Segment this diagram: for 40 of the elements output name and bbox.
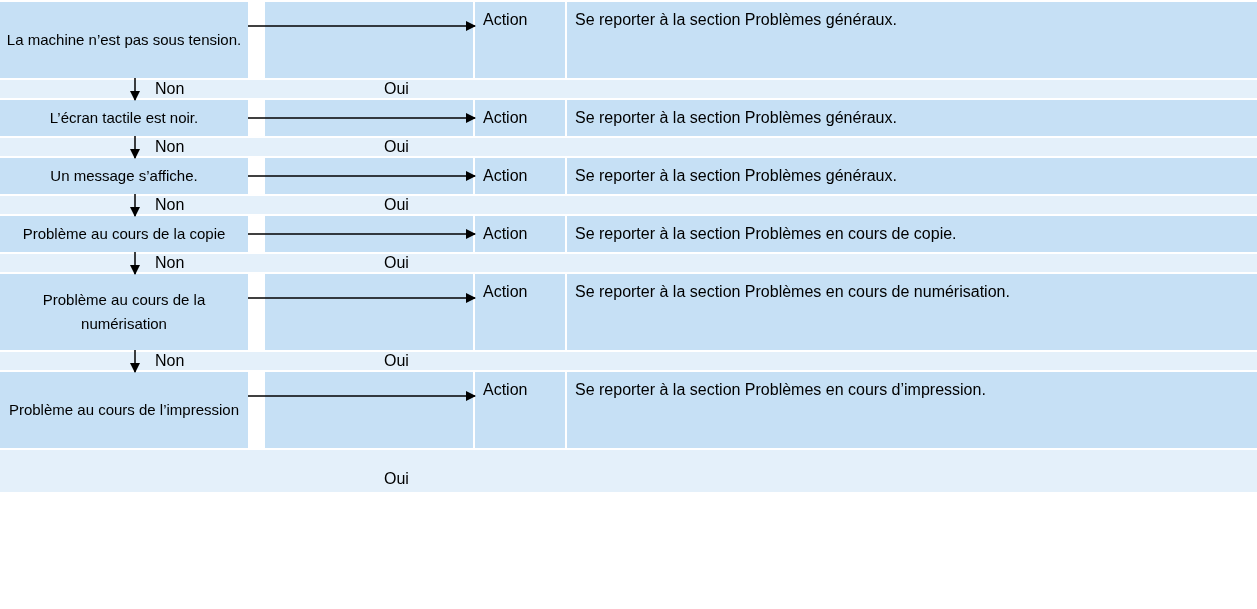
arrow: [130, 349, 140, 373]
instruction-box: Se reporter à la section Problèmes généraux.: [567, 2, 1257, 78]
arrow: [130, 251, 140, 275]
edge-label: Oui: [384, 352, 409, 370]
condition-box: La machine n’est pas sous tension.: [0, 2, 248, 78]
arrow: [247, 21, 476, 31]
edge-label: Oui: [384, 80, 409, 98]
edge-label: Non: [155, 352, 185, 370]
edge-label: Oui: [384, 470, 409, 488]
action-box: Action: [475, 100, 565, 136]
arrow: [247, 391, 476, 401]
action-box: Action: [475, 216, 565, 252]
arrow: [247, 293, 476, 303]
arrow: [247, 171, 476, 181]
edge-label: Non: [155, 196, 185, 214]
condition-box: Problème au cours de la copie: [0, 216, 248, 252]
action-box: Action: [475, 274, 565, 350]
action-box: Action: [475, 372, 565, 448]
edge-label: Oui: [384, 254, 409, 272]
instruction-box: Se reporter à la section Problèmes généraux.: [567, 158, 1257, 194]
edge-label: Non: [155, 138, 185, 156]
instruction-box: Se reporter à la section Problèmes en cours d’impression.: [567, 372, 1257, 448]
instruction-box: Se reporter à la section Problèmes en cours de copie.: [567, 216, 1257, 252]
edge-label: Non: [155, 254, 185, 272]
condition-box: L’écran tactile est noir.: [0, 100, 248, 136]
edge-label: Oui: [384, 138, 409, 156]
action-box: Action: [475, 158, 565, 194]
arrow: [247, 229, 476, 239]
instruction-box: Se reporter à la section Problèmes en cours de numérisation.: [567, 274, 1257, 350]
action-box: Action: [475, 2, 565, 78]
condition-box: Un message s’affiche.: [0, 158, 248, 194]
arrow: [130, 135, 140, 159]
instruction-box: Se reporter à la section Problèmes généraux.: [567, 100, 1257, 136]
edge-label: Non: [155, 80, 185, 98]
condition-box: Problème au cours de l’impression: [0, 372, 248, 448]
arrow: [130, 193, 140, 217]
condition-box: Problème au cours de la numérisation: [0, 274, 248, 350]
arrow: [130, 77, 140, 101]
arrow: [247, 113, 476, 123]
edge-label: Oui: [384, 196, 409, 214]
